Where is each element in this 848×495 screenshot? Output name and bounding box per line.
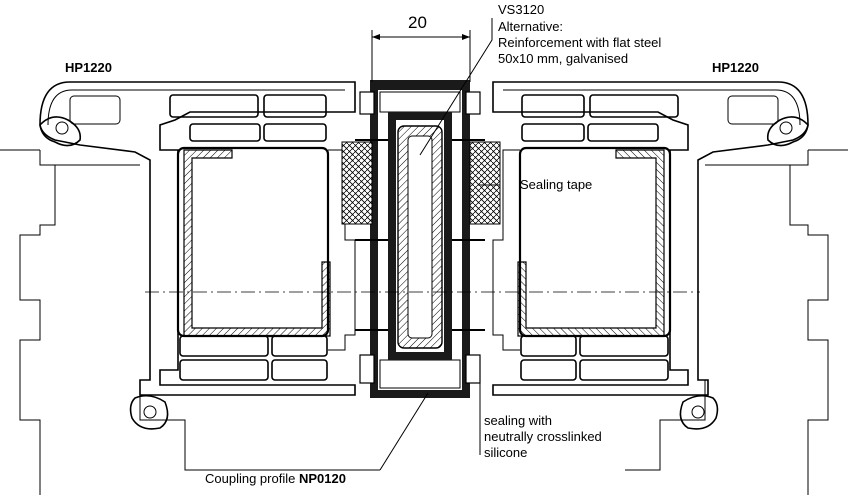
coupling-code: NP0120 bbox=[299, 471, 346, 486]
silicone-label-line3: silicone bbox=[484, 445, 527, 460]
profile-label-right: HP1220 bbox=[712, 60, 759, 75]
dimension-label: 20 bbox=[408, 13, 427, 32]
reinforcement-label: Reinforcement with flat steel bbox=[498, 35, 661, 50]
coupling-profile-label: Coupling profile NP0120 bbox=[205, 471, 346, 486]
vs-code-label: VS3120 bbox=[498, 2, 544, 17]
sealing-tape-label: Sealing tape bbox=[520, 177, 592, 192]
flat-steel-size-label: 50x10 mm, galvanised bbox=[498, 51, 628, 66]
silicone-label-line1: sealing with bbox=[484, 413, 552, 428]
profile-label-left: HP1220 bbox=[65, 60, 112, 75]
wall-right bbox=[625, 149, 848, 495]
dimension-20 bbox=[371, 30, 471, 82]
frame-profile-left bbox=[39, 81, 356, 430]
frame-profile-right bbox=[492, 81, 809, 430]
silicone-label-line2: neutrally crosslinked bbox=[484, 429, 602, 444]
sealing-tape bbox=[341, 141, 501, 225]
wall-left bbox=[0, 149, 220, 495]
coupling-prefix: Coupling profile bbox=[205, 471, 299, 486]
coupling-profile bbox=[355, 80, 485, 398]
alternative-label: Alternative: bbox=[498, 19, 563, 34]
leader-lines bbox=[200, 18, 500, 471]
